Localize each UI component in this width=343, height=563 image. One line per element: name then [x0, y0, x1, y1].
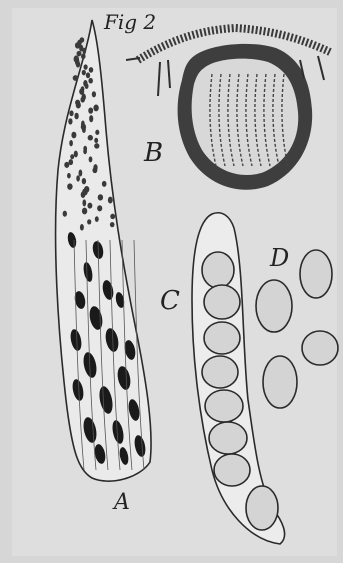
figure-a-small-spore	[102, 181, 107, 187]
figure-a-small-spore	[88, 78, 93, 84]
figure-a-small-spore	[110, 222, 115, 227]
figure-a-small-spore	[95, 130, 99, 135]
figure-a-small-spore	[76, 61, 80, 67]
figure-a-small-spore	[86, 72, 90, 78]
figure-d-spore	[300, 250, 332, 298]
figure-a-small-spore	[74, 151, 78, 158]
figure-a-small-spore	[93, 104, 98, 111]
figure-a-small-spore	[82, 48, 86, 54]
figure-a-small-spore	[81, 54, 86, 60]
figure-a-small-spore	[80, 97, 84, 103]
figure-a-small-spore	[83, 148, 87, 154]
label-b: B	[144, 138, 163, 168]
figure-a-small-spore	[76, 102, 81, 109]
figure-a-small-spore	[89, 156, 93, 162]
figure-a-small-spore	[77, 51, 82, 57]
figure-a-small-spore	[110, 214, 115, 220]
figure-d-spore	[263, 356, 297, 408]
figure-a-small-spore	[89, 115, 93, 122]
label-d: D	[270, 244, 289, 272]
figure-c-spore	[214, 454, 250, 486]
figure-a-small-spore	[80, 224, 84, 231]
figure-a-small-spore	[67, 183, 72, 190]
figure-c-spore	[202, 252, 234, 288]
figure-a-small-spore	[87, 219, 91, 224]
figure-a-small-spore	[97, 205, 102, 211]
label-c: C	[160, 286, 180, 316]
figure-title: Fig 2	[104, 10, 156, 34]
figure-a-small-spore	[94, 138, 98, 143]
figure-a-small-spore	[82, 208, 87, 215]
figure-c-spore	[204, 285, 240, 319]
figure-a-small-spore	[92, 91, 96, 97]
figure-a-small-spore	[63, 211, 67, 217]
figure-c-spore	[209, 422, 247, 454]
figure-a-small-spore	[70, 154, 74, 159]
figure-a-small-spore	[82, 199, 86, 206]
figure-a-small-spore	[88, 107, 93, 113]
figure-c-spore	[204, 322, 240, 354]
figure-a-small-spore	[69, 110, 73, 116]
figure-c-spore	[202, 356, 238, 388]
figure-d-spore	[256, 280, 292, 332]
figure-a-small-spore	[71, 132, 76, 139]
figure-a-small-spore	[82, 178, 86, 184]
figure-a-small-spore	[92, 167, 97, 173]
figure-a-small-spore	[73, 75, 78, 81]
figure-a-small-spore	[68, 118, 72, 124]
figure-c-spore	[246, 486, 278, 530]
figure-a-small-spore	[84, 64, 88, 70]
figure-a-small-spore	[81, 191, 86, 198]
label-a: A	[114, 490, 130, 515]
figure-a-small-spore	[88, 135, 93, 141]
figure-a-small-spore	[94, 143, 99, 148]
figure-a-small-spore	[89, 67, 93, 73]
figure-a-small-spore	[82, 70, 86, 76]
figure-c-spore	[205, 390, 243, 422]
figure-a-small-spore	[76, 175, 80, 181]
figure-a-small-spore	[79, 170, 83, 177]
figure-a-small-spore	[108, 197, 113, 204]
figure-a-small-spore	[67, 173, 71, 179]
figure-a-small-spore	[98, 194, 103, 200]
figure-a-small-spore	[87, 203, 92, 209]
figure-a-small-spore	[64, 162, 69, 168]
figure-a-small-spore	[95, 216, 99, 222]
figure-a-small-spore	[69, 140, 73, 146]
figure-a-small-spore	[82, 126, 86, 133]
figure-a-small-spore	[74, 113, 78, 120]
figure-a-small-spore	[85, 83, 89, 89]
figure-d-spore	[302, 331, 338, 365]
